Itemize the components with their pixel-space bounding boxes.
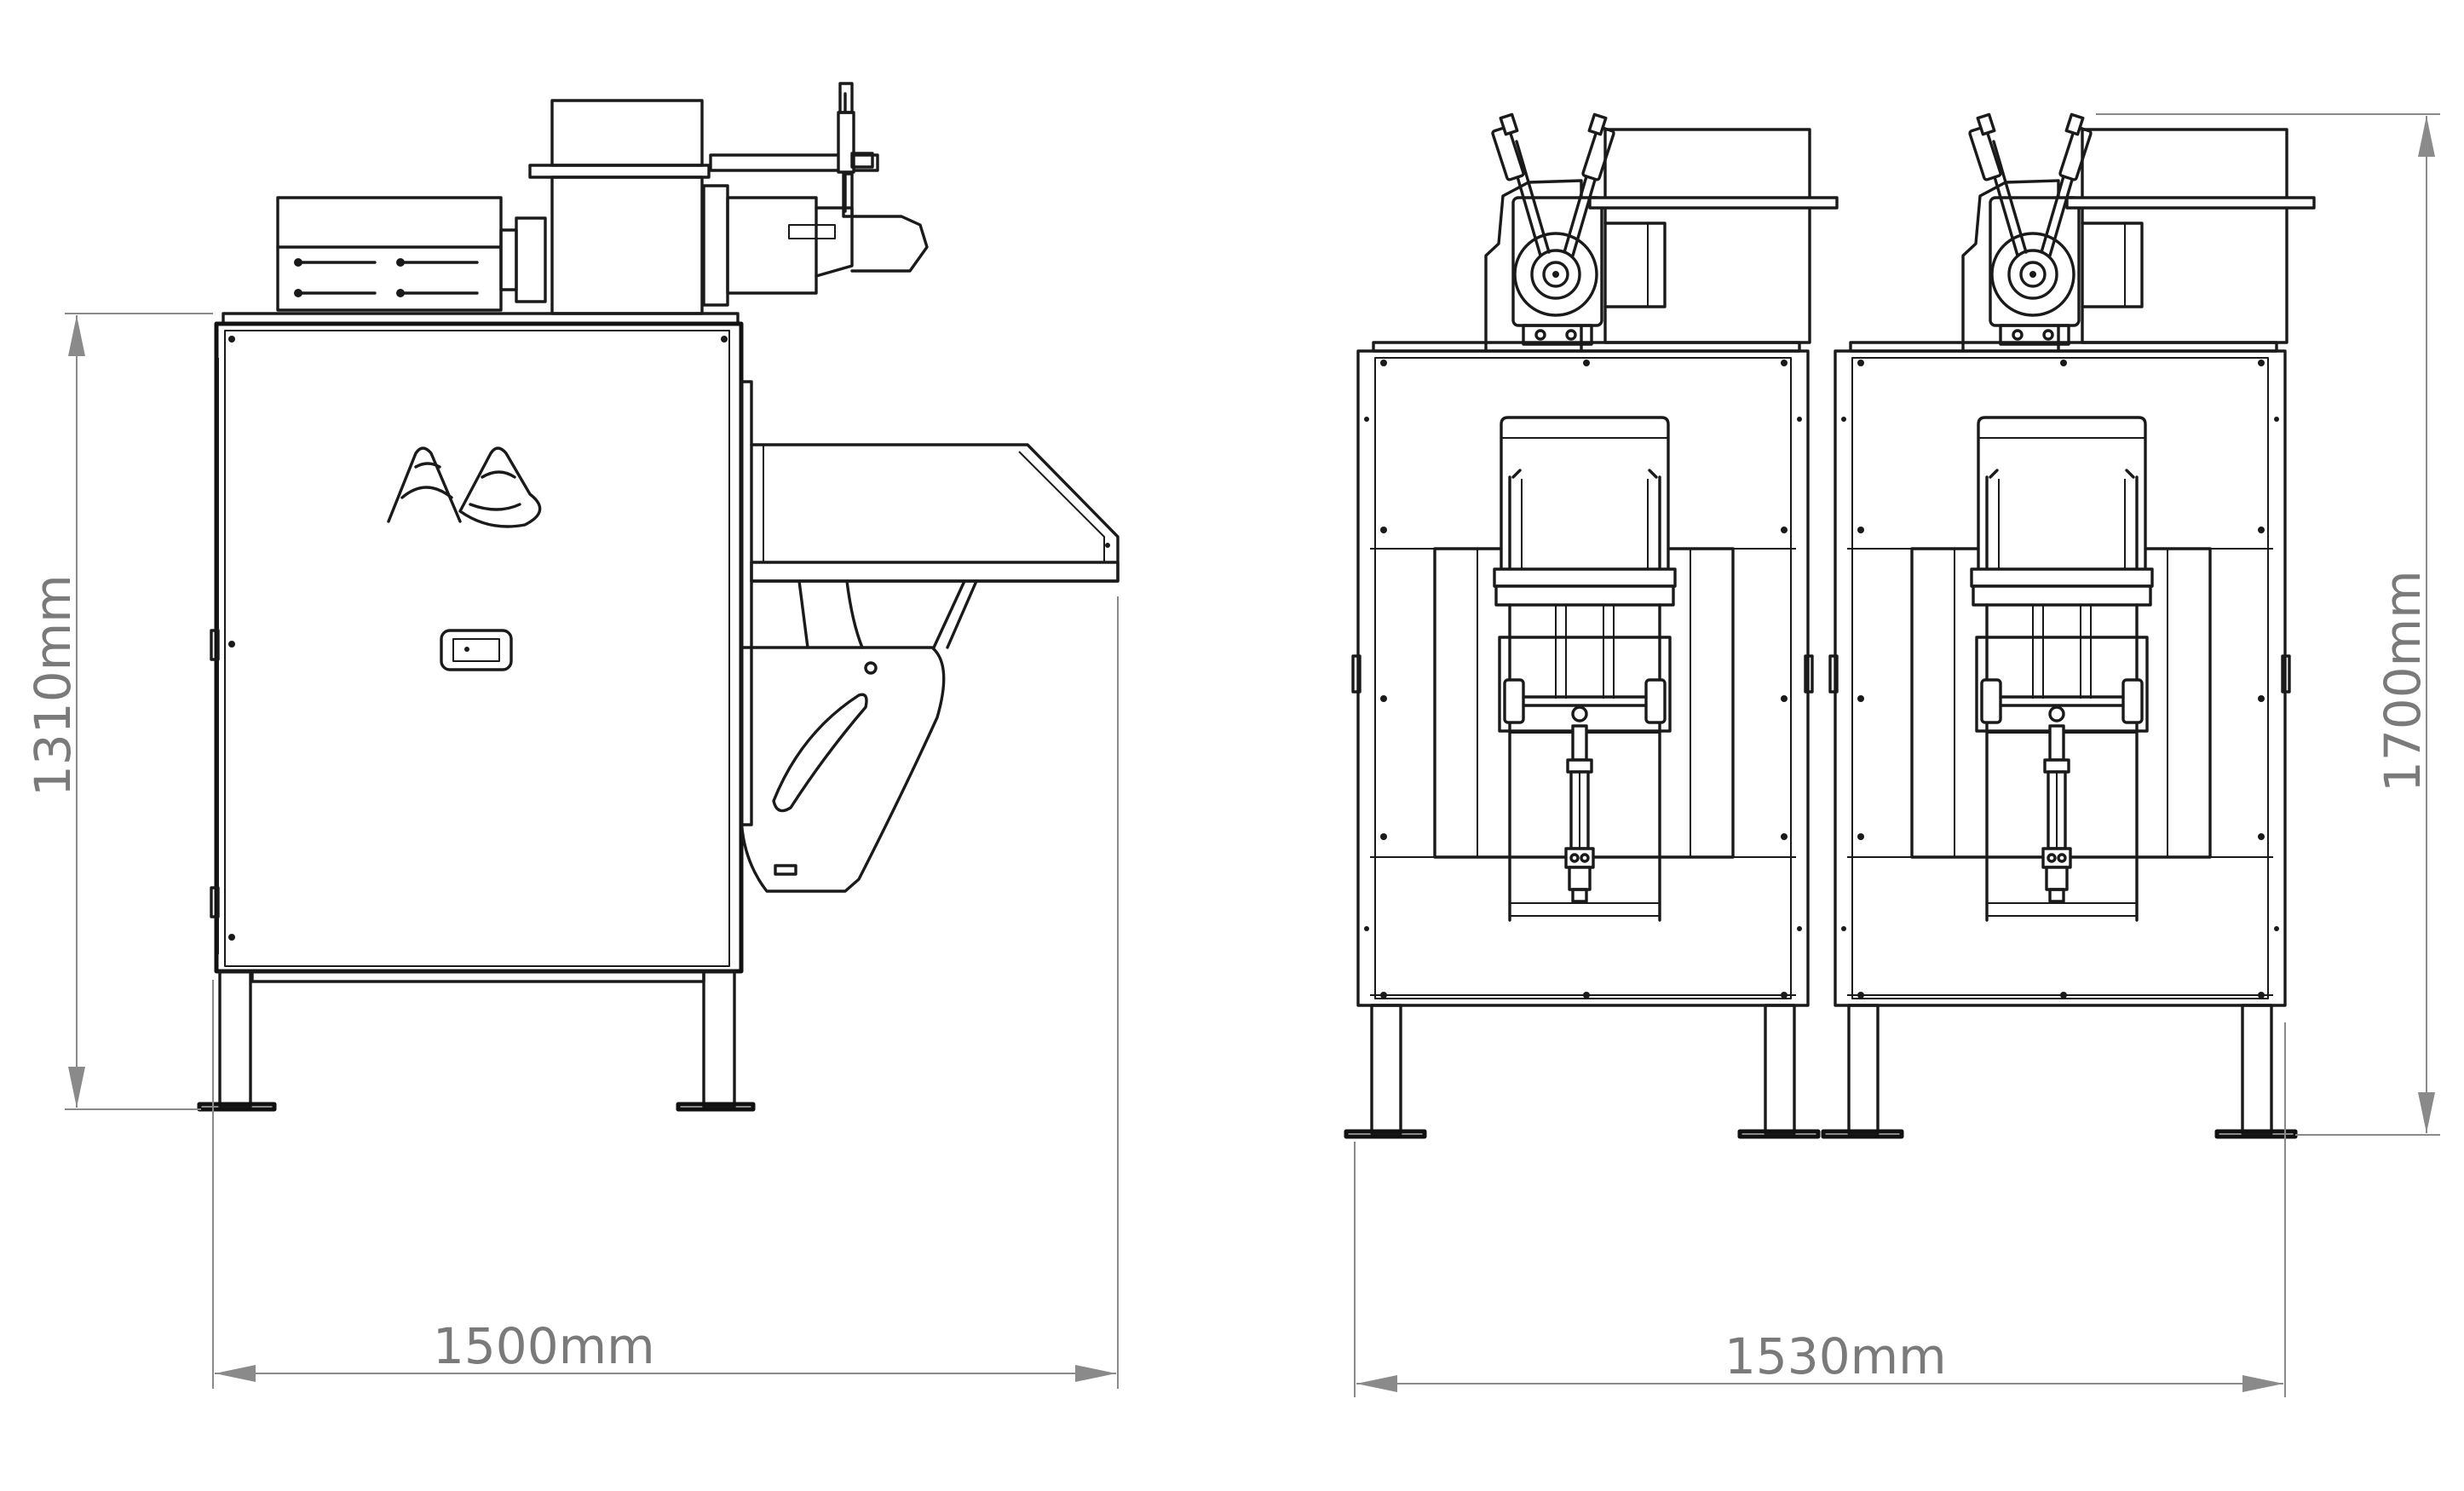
side-view bbox=[197, 82, 1120, 1112]
dimension-label-1530: 1530mm bbox=[1724, 1327, 1947, 1385]
dimension-label-1700: 1700mm bbox=[2374, 570, 2432, 792]
dimension-right-width: 1530mm bbox=[1354, 1022, 2286, 1397]
front-view bbox=[1346, 114, 2314, 1137]
dimension-left-width: 1500mm bbox=[212, 596, 1119, 1389]
dimension-right-height: 1700mm bbox=[2096, 113, 2440, 1136]
dimension-label-1500: 1500mm bbox=[433, 1317, 655, 1375]
dimension-label-1310: 1310mm bbox=[24, 574, 82, 797]
dimension-left-height: 1310mm bbox=[24, 313, 213, 1110]
